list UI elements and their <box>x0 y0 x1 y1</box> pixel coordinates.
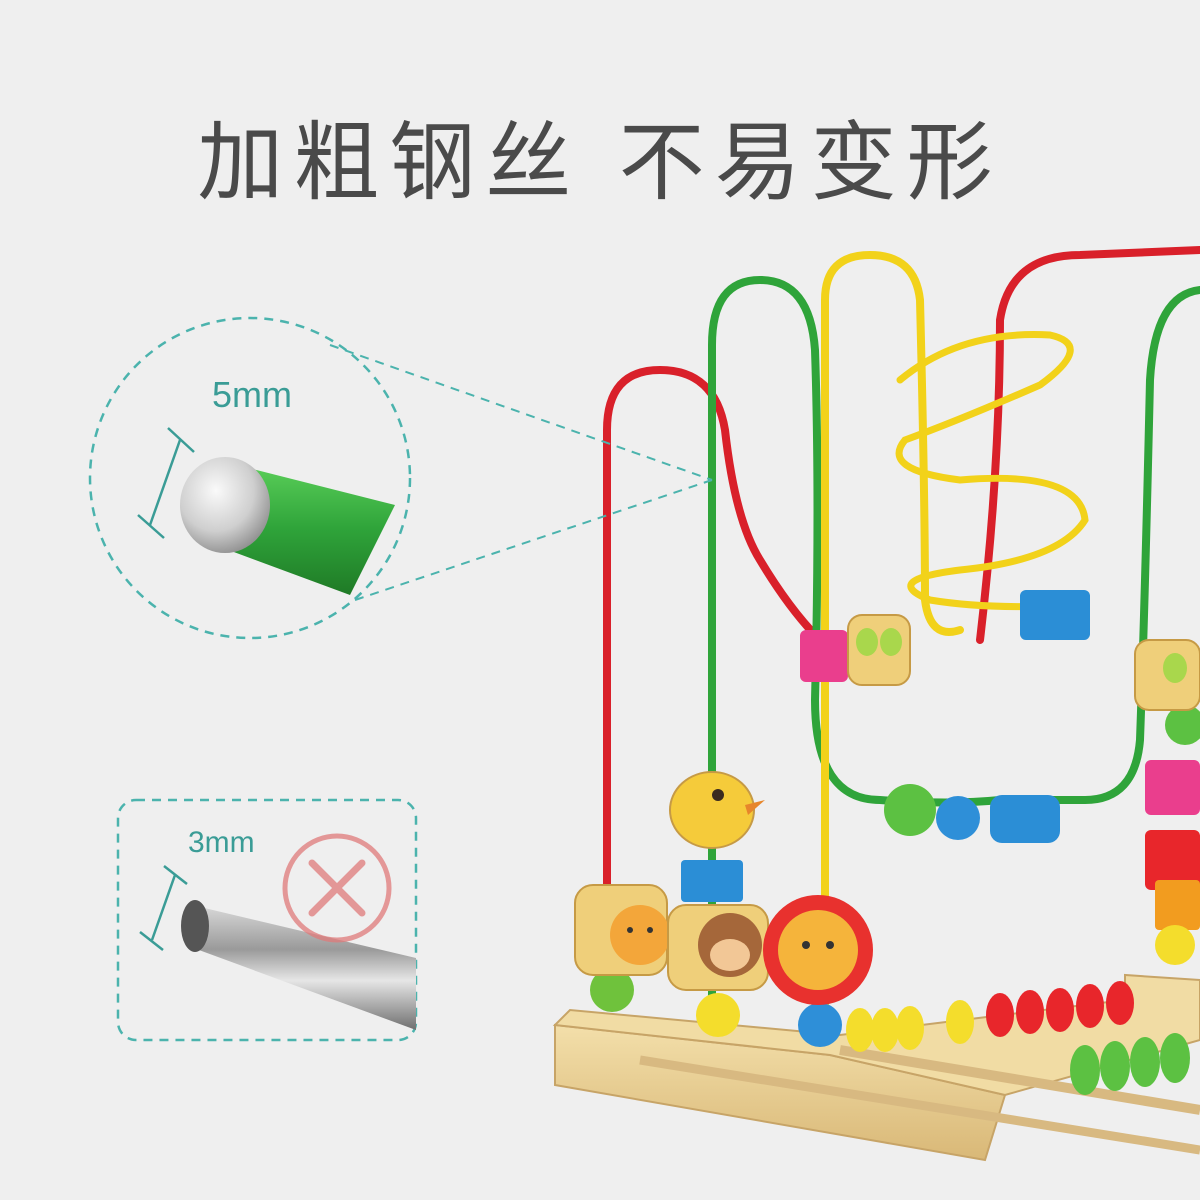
butterfly-bead-right <box>1134 639 1200 711</box>
thin-wire-sample <box>181 900 416 1030</box>
yellow-spiral <box>895 331 1089 611</box>
tiger-bead <box>574 884 670 976</box>
dimension-arrow-icon <box>139 865 188 951</box>
x-mark-icon <box>282 833 392 943</box>
red-wire <box>603 365 824 1004</box>
wires <box>603 246 1200 1014</box>
thick-wire-diameter-label: 5mm <box>212 374 292 415</box>
red-wire-top <box>976 246 1200 644</box>
wire-beads <box>590 590 1200 1047</box>
butterfly-bead <box>847 614 911 686</box>
bird-bead <box>669 771 765 849</box>
green-wire <box>708 275 1200 1004</box>
animal-beads <box>574 614 1200 1005</box>
abacus-beads <box>846 981 1190 1095</box>
thick-wire-sample <box>180 457 395 595</box>
zoom-callout-thick <box>88 316 713 640</box>
lion-bead <box>763 895 873 1005</box>
thin-wire-diameter-label: 3mm <box>188 826 255 859</box>
headline: 加粗钢丝 不易变形 <box>197 113 1003 213</box>
monkey-bead <box>667 904 769 991</box>
dimension-arrow-icon <box>137 427 195 539</box>
comparison-callout-thin <box>116 798 418 1042</box>
